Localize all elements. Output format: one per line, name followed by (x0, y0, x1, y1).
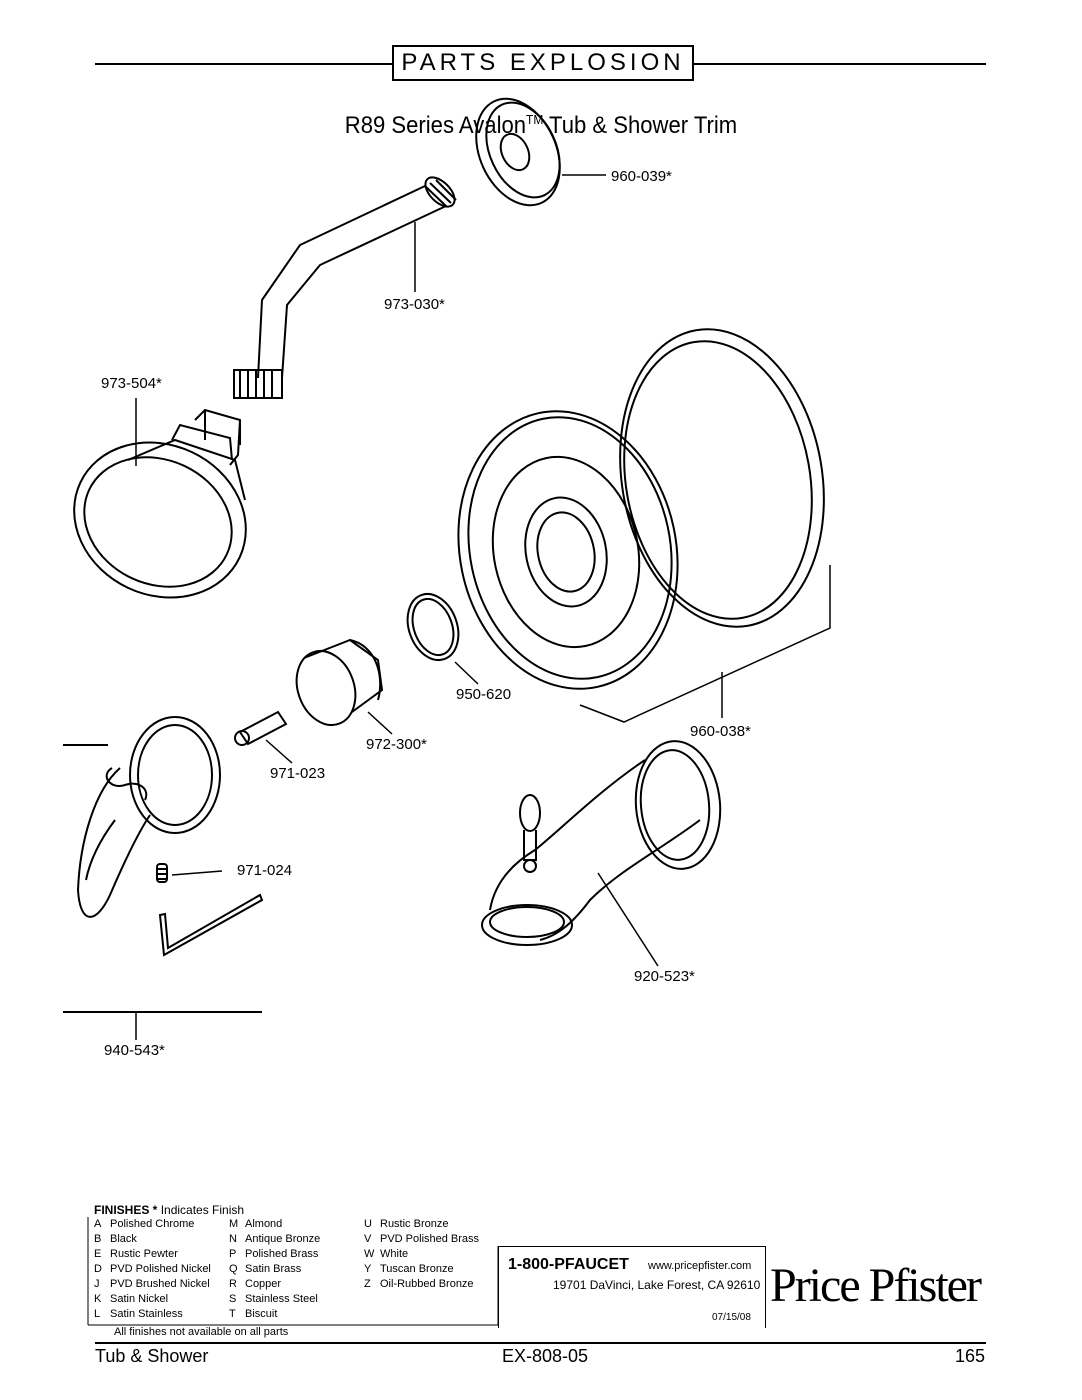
header-rule-left (95, 63, 392, 65)
shower-arm-973-030 (233, 176, 457, 399)
adapter-971-023 (234, 710, 293, 764)
hex-key (158, 893, 264, 957)
finishes-note: All finishes not available on all parts (114, 1326, 289, 1338)
finishes-title: FINISHES * Indicates Finish (94, 1203, 245, 1217)
tub-spout-920-523 (481, 740, 722, 967)
footer-category: Tub & Shower (95, 1346, 209, 1366)
part-label-971-024: 971-024 (237, 862, 293, 879)
contact-box (498, 1246, 766, 1328)
part-label-973-030: 973-030* (384, 296, 445, 313)
footer-doc-number: EX-808-05 (502, 1346, 589, 1366)
header-rule-right (694, 63, 986, 65)
part-label-920-523: 920-523* (634, 968, 695, 985)
website-link[interactable]: www.pricepfister.com (648, 1260, 752, 1272)
part-label-972-300: 972-300* (366, 736, 427, 753)
handle-940-543 (63, 716, 262, 1040)
escutcheon-960-038 (457, 328, 831, 723)
part-label-940-543: 940-543* (104, 1042, 165, 1059)
set-screw-971-024 (156, 863, 223, 883)
part-label-960-038: 960-038* (690, 723, 751, 740)
sleeve-972-300 (295, 638, 393, 735)
brand-logo: Price Pfister (770, 1259, 982, 1312)
phone-number: 1-800-PFAUCET (508, 1256, 629, 1273)
showerhead-973-504 (73, 398, 247, 599)
series-title: R89 Series AvalonTM Tub & Shower Trim (344, 112, 738, 139)
address: 19701 DaVinci, Lake Forest, CA 92610 (553, 1278, 761, 1292)
part-label-971-023: 971-023 (270, 765, 326, 782)
section-title: PARTS EXPLOSION (392, 45, 694, 81)
o-ring-950-620 (406, 593, 479, 685)
flange-960-039 (475, 97, 606, 207)
part-label-950-620: 950-620 (456, 686, 512, 703)
revision-date: 07/15/08 (712, 1312, 751, 1323)
page-number: 165 (955, 1346, 986, 1366)
part-label-960-039: 960-039* (611, 168, 672, 185)
part-label-973-504: 973-504* (101, 375, 162, 392)
